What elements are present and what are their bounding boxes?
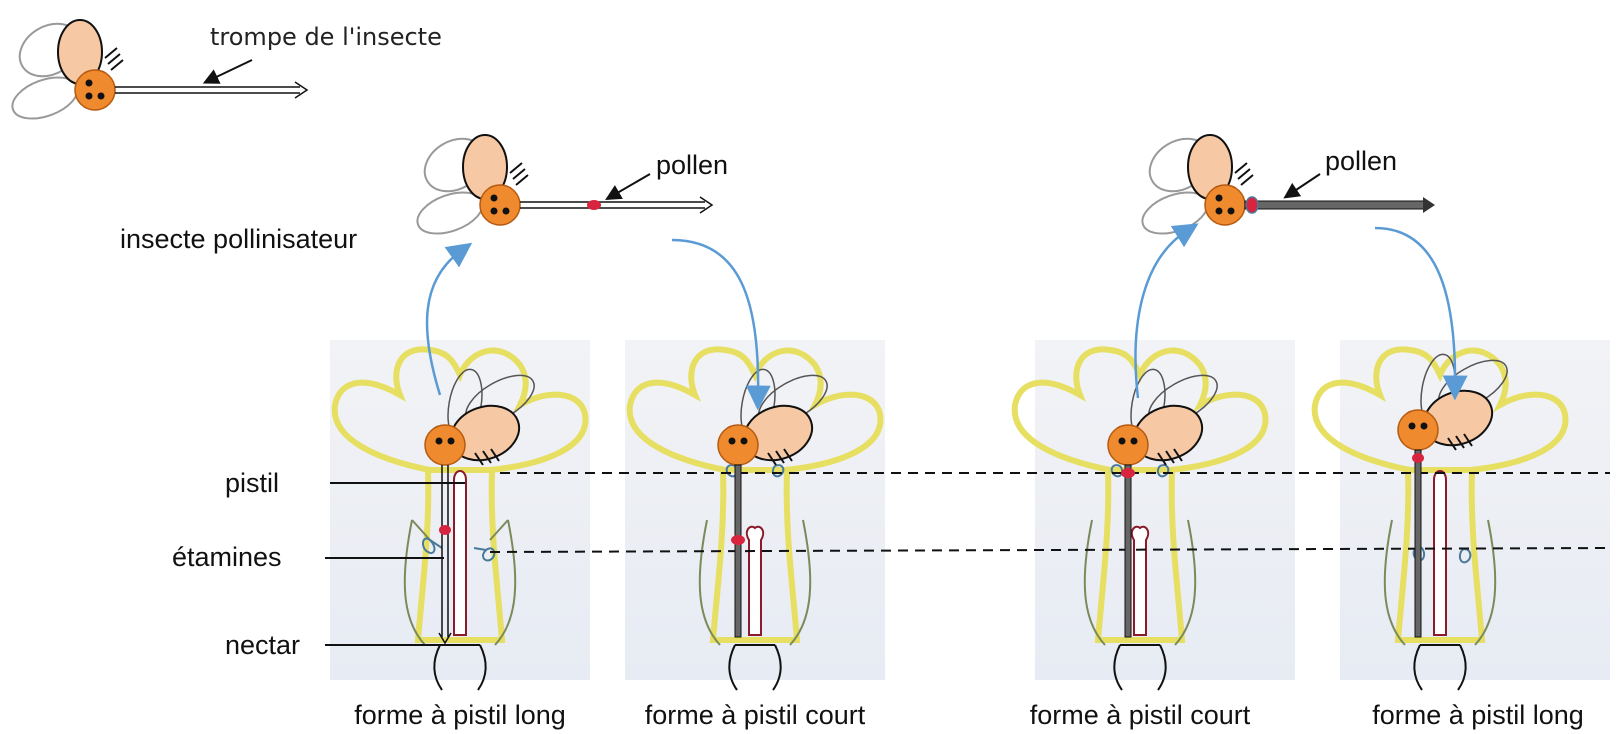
caption-flower-1: forme à pistil long <box>354 700 566 730</box>
insect-head <box>718 425 758 465</box>
insect-head <box>1205 185 1245 225</box>
caption-flower-2: forme à pistil court <box>645 700 866 730</box>
insect-head <box>1108 425 1148 465</box>
caption-flower-4: forme à pistil long <box>1372 700 1584 730</box>
pointer-trompe <box>210 60 252 80</box>
insect-head <box>480 185 520 225</box>
label-pistil: pistil <box>225 468 279 498</box>
pointer-pollen-right <box>1290 174 1320 194</box>
insect-pollinator-1 <box>412 128 712 241</box>
pistil-shape <box>454 471 466 635</box>
label-pollen-right: pollen <box>1325 146 1397 176</box>
pistil-shape <box>1132 527 1148 635</box>
label-pollen-left: pollen <box>656 150 728 180</box>
legs-icon <box>105 48 123 70</box>
legs-icon <box>1235 163 1253 185</box>
pollen-grain <box>1412 453 1424 463</box>
label-etamines: étamines <box>172 542 282 572</box>
insect-head <box>425 425 465 465</box>
insect-head <box>1398 410 1438 450</box>
label-trompe: trompe de l'insecte <box>210 23 442 51</box>
insect-head <box>75 70 115 110</box>
pollen-grain <box>1121 468 1135 478</box>
legs-icon <box>510 163 528 185</box>
label-nectar: nectar <box>225 630 300 660</box>
pollen-grain <box>731 535 745 545</box>
pointer-pollen-left <box>612 174 650 196</box>
pistil-shape <box>1434 471 1446 635</box>
label-insecte-pollinisateur: insecte pollinisateur <box>120 224 357 254</box>
pollen-grain <box>1246 197 1258 213</box>
pistil-shape <box>747 527 763 635</box>
pollen-grain <box>439 525 451 535</box>
pollen-grain <box>587 200 601 210</box>
caption-flower-3: forme à pistil court <box>1030 700 1251 730</box>
